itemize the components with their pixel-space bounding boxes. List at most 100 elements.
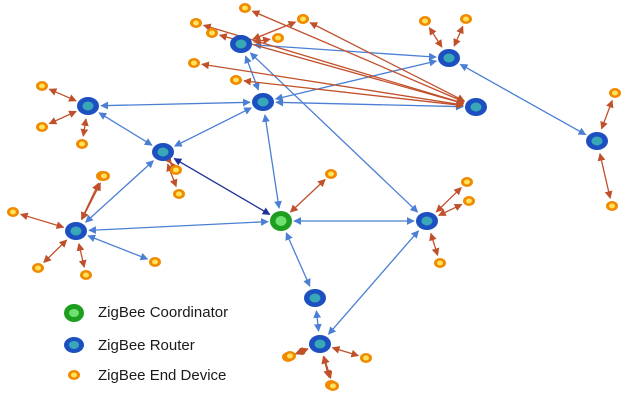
end-device-icon-core — [422, 18, 428, 24]
end-link-R5-E13 — [164, 155, 178, 171]
router-node-R1 — [77, 97, 99, 115]
end-link-R10-E29 — [296, 346, 309, 356]
end-device-icon-core — [328, 171, 334, 177]
legend-end-device-icon-core — [71, 372, 77, 378]
end-device-icon-core — [39, 83, 45, 89]
end-link-R7-E6 — [243, 77, 464, 109]
router-icon-core — [235, 39, 247, 49]
nodes-layer — [7, 3, 621, 391]
end-link-R4-E32 — [453, 25, 464, 47]
end-device-icon-core — [173, 167, 179, 173]
router-icon-core — [421, 216, 433, 226]
end-device-icon-core — [83, 272, 89, 278]
end-device-node-E10 — [36, 122, 48, 132]
end-device-node-E20 — [32, 263, 44, 273]
end-device-node-E22 — [325, 169, 337, 179]
end-device-node-E14 — [609, 88, 621, 98]
end-device-node-E11 — [76, 139, 88, 149]
end-device-icon-core — [463, 16, 469, 22]
end-device-node-E30 — [327, 381, 339, 391]
end-device-icon-core — [287, 353, 293, 359]
router-icon-core — [470, 102, 482, 112]
coordinator-node-C — [270, 211, 292, 231]
end-link-C-E22 — [289, 178, 326, 213]
legend-coordinator-icon-core — [69, 309, 79, 317]
end-link-R3-E8 — [253, 36, 271, 45]
end-device-icon-core — [152, 259, 158, 265]
end-device-icon-core — [35, 265, 41, 271]
end-device-icon-core — [101, 173, 107, 179]
end-device-node-E7 — [297, 14, 309, 24]
end-link-R1-E9 — [48, 88, 77, 102]
router-icon-core — [70, 226, 82, 236]
coordinator-icon-core — [275, 216, 287, 226]
end-device-icon-core — [300, 16, 306, 22]
end-device-node-E28 — [360, 353, 372, 363]
end-device-icon-core — [193, 20, 199, 26]
end-link-R6-E21 — [76, 242, 87, 268]
end-device-node-E32 — [460, 14, 472, 24]
legend-router-icon-core — [69, 341, 79, 349]
router-node-R9 — [304, 289, 326, 307]
router-node-R4 — [438, 49, 460, 67]
link-R2-R5 — [173, 107, 253, 147]
end-link-R6-E17 — [81, 182, 101, 221]
link-R1-R2 — [100, 98, 251, 110]
end-link-R8-E23 — [435, 187, 462, 213]
link-R6-C — [88, 218, 269, 234]
router-icon-core — [443, 53, 455, 63]
end-device-node-E24 — [463, 196, 475, 206]
router-icon-core — [257, 97, 269, 107]
router-node-R7 — [465, 98, 487, 116]
end-link-R10-E28 — [331, 346, 360, 358]
end-device-node-E8 — [272, 33, 284, 43]
end-device-icon-core — [275, 35, 281, 41]
end-link-R8-E25 — [429, 232, 440, 257]
link-R2-C — [262, 114, 282, 209]
link-R5-C — [173, 158, 271, 215]
router-node-R3 — [230, 35, 252, 53]
router-node-R8 — [416, 212, 438, 230]
end-link-R8-E24 — [438, 203, 463, 216]
end-link-R10-E30 — [322, 355, 333, 380]
end-link-R1-E10 — [48, 110, 77, 125]
end-device-icon-core — [363, 355, 369, 361]
link-R4-R11 — [459, 63, 587, 136]
end-link-R3-E7 — [252, 20, 297, 41]
end-device-node-E1 — [190, 18, 202, 28]
router-node-R10 — [309, 335, 331, 353]
end-device-icon-core — [612, 90, 618, 96]
end-device-node-E6 — [230, 75, 242, 85]
link-R9-R10 — [313, 310, 322, 332]
end-device-icon-core — [176, 191, 182, 197]
end-link-R4-E31 — [428, 27, 443, 48]
end-link-R11-E15 — [597, 152, 613, 199]
end-device-node-E18 — [7, 207, 19, 217]
end-device-node-E4 — [206, 28, 218, 38]
end-device-icon-core — [437, 260, 443, 266]
end-device-node-E12 — [173, 189, 185, 199]
end-device-icon-core — [10, 209, 16, 215]
end-device-node-E29 — [284, 351, 296, 361]
link-R1-R5 — [98, 112, 153, 146]
end-link-R1-E11 — [80, 118, 89, 137]
router-node-R11 — [586, 132, 608, 150]
legend-router-label: ZigBee Router — [98, 337, 195, 354]
router-icon-core — [591, 136, 603, 146]
end-device-node-E2 — [239, 3, 251, 13]
end-device-icon-core — [242, 5, 248, 11]
router-node-R2 — [252, 93, 274, 111]
end-device-node-E9 — [36, 81, 48, 91]
end-device-node-E5 — [188, 58, 200, 68]
end-device-icon-core — [79, 141, 85, 147]
links-layer — [19, 10, 614, 380]
end-link-R6-E18 — [19, 212, 65, 229]
legend-coordinator-label: ZigBee Coordinator — [98, 304, 229, 321]
end-device-node-E19 — [149, 257, 161, 267]
end-device-icon-core — [609, 203, 615, 209]
router-node-R6 — [65, 222, 87, 240]
end-device-icon-core — [233, 77, 239, 83]
end-device-icon-core — [191, 60, 197, 66]
link-C-R9 — [285, 232, 311, 287]
end-link-R6-E20 — [43, 239, 68, 263]
